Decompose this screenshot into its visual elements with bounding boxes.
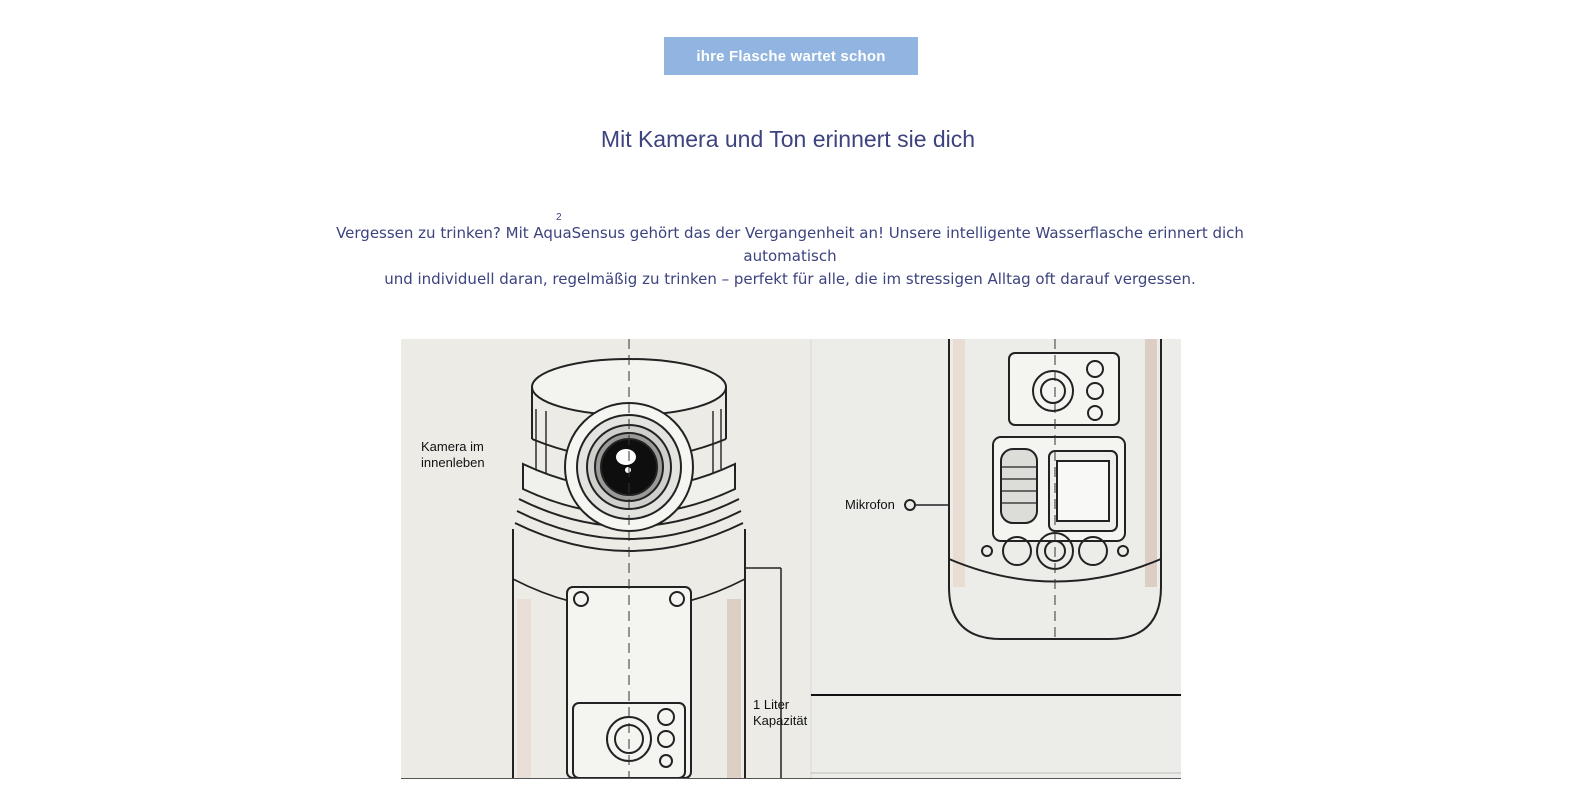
bottle-waiting-button[interactable]: ihre Flasche wartet schon (664, 37, 918, 75)
right-bottle-drawing (811, 339, 1181, 774)
description-line-1: Vergessen zu trinken? Mit AquaSensus geh… (336, 224, 1244, 265)
bottle-illustration: Kamera im innenleben 1 Liter Kapazität M… (401, 339, 1181, 779)
bottle-sketch (401, 339, 1181, 778)
description-line-2: und individuell daran, regelmäßig zu tri… (384, 270, 1196, 288)
section-headline: Mit Kamera und Ton erinnert sie dich (600, 126, 976, 152)
microphone-annotation: Mikrofon (845, 497, 895, 512)
superscript-marker: 2 (556, 212, 562, 223)
section-description: Vergessen zu trinken? Mit AquaSensus geh… (290, 222, 1290, 291)
left-bottle-drawing (512, 339, 782, 778)
capacity-annotation: 1 Liter Kapazität (753, 697, 808, 728)
camera-annotation: Kamera im innenleben (421, 439, 485, 470)
